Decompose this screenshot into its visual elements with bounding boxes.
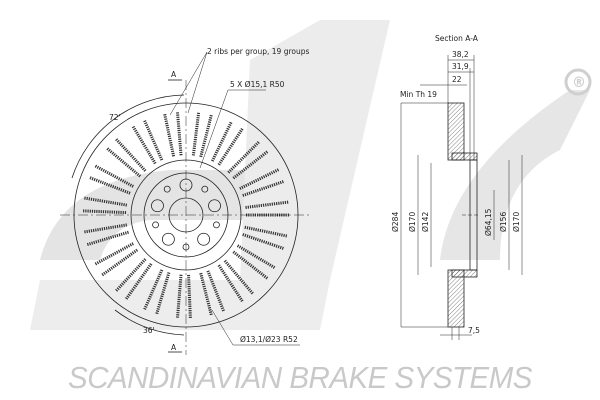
locating-hole [201,185,209,193]
dia-142: Ø142 [421,212,430,232]
disc-section-view [400,55,523,340]
cooling-rib [175,274,183,319]
dim-7-5: 7,5 [468,326,480,335]
bolt-hole [197,232,211,246]
dim-22: 22 [452,75,462,84]
angle-label-36: 36' [143,326,155,335]
cooling-rib [114,258,147,293]
cooling-rib [242,233,285,251]
cooling-rib [93,242,134,266]
section-hat-lower [451,269,478,278]
dim-38-2: 38,2 [452,50,469,59]
cooling-rib [242,179,285,197]
cooling-rib [210,120,233,162]
cooling-rib [93,164,134,188]
cooling-rib [232,149,269,180]
hole-note-leader [211,309,300,346]
dia-284: Ø284 [391,212,400,232]
cooling-rib [175,111,183,156]
cooling-rib [114,137,147,172]
angle-label-72: 72' [109,113,121,122]
locating-hole [152,221,159,229]
cooling-rib [163,112,176,157]
registered-mark: ® [572,75,586,91]
cooling-rib [142,269,164,311]
cooling-rib [199,272,213,317]
angle-arc-72 [71,94,185,179]
cooling-rib [85,230,129,247]
cooling-rib [244,225,289,238]
rib-note: 2 ribs per group, 19 groups [207,47,309,56]
section-hat-upper [451,152,478,161]
dim-31-9: 31,9 [452,62,469,71]
cooling-rib [217,127,245,166]
cooling-rib [232,250,269,281]
section-friction-upper [447,102,465,161]
rib-leader-1 [169,51,208,116]
bolt-hole [151,199,164,213]
cooling-rib [217,264,245,303]
cooling-rib [83,223,128,234]
cooling-rib [124,263,153,301]
cooling-rib [131,124,157,165]
bolt-note: 5 X Ø15,1 R50 [230,80,285,89]
locating-hole [163,185,171,193]
bolt-note-leader [199,89,266,169]
dimension-lines [400,55,523,340]
cooling-rib [206,270,226,313]
brand-name: SCANDINAVIAN BRAKE SYSTEMS [68,360,532,395]
cooling-rib [236,244,277,270]
dia-64-15: Ø64,15 [484,208,493,236]
cooling-rib [191,111,201,156]
dia-156: Ø156 [499,212,508,232]
section-marker-top: A [171,70,177,79]
section-friction-lower [447,269,465,328]
angle-arc-36 [114,309,185,336]
bolt-hole [208,199,221,213]
section-marker-bottom: A [171,343,177,352]
disc-front-view [60,51,312,355]
locating-hole [213,221,220,229]
rib-leader-2 [187,51,208,114]
cooling-rib [105,146,142,178]
cooling-rib [245,200,290,209]
cooling-rib [223,259,255,296]
cooling-rib [199,113,213,158]
dia-170-right: Ø170 [512,212,521,232]
cooling-rib [227,140,261,174]
cooling-rib [100,248,139,277]
section-title: Section A-A [435,34,479,43]
cooling-rib [142,119,164,161]
min-thickness: Min Th 19 [400,90,437,99]
hole-note: Ø13,1/Ø23 R52 [240,335,298,344]
cooling-rib [83,196,128,207]
cooling-rib [88,175,131,195]
cooling-rib [239,167,281,190]
dia-170-left: Ø170 [408,212,417,232]
cooling-rib [155,272,171,316]
cooling-rib [82,209,127,215]
bolt-hole [161,232,175,246]
cooling-rib [187,274,192,319]
